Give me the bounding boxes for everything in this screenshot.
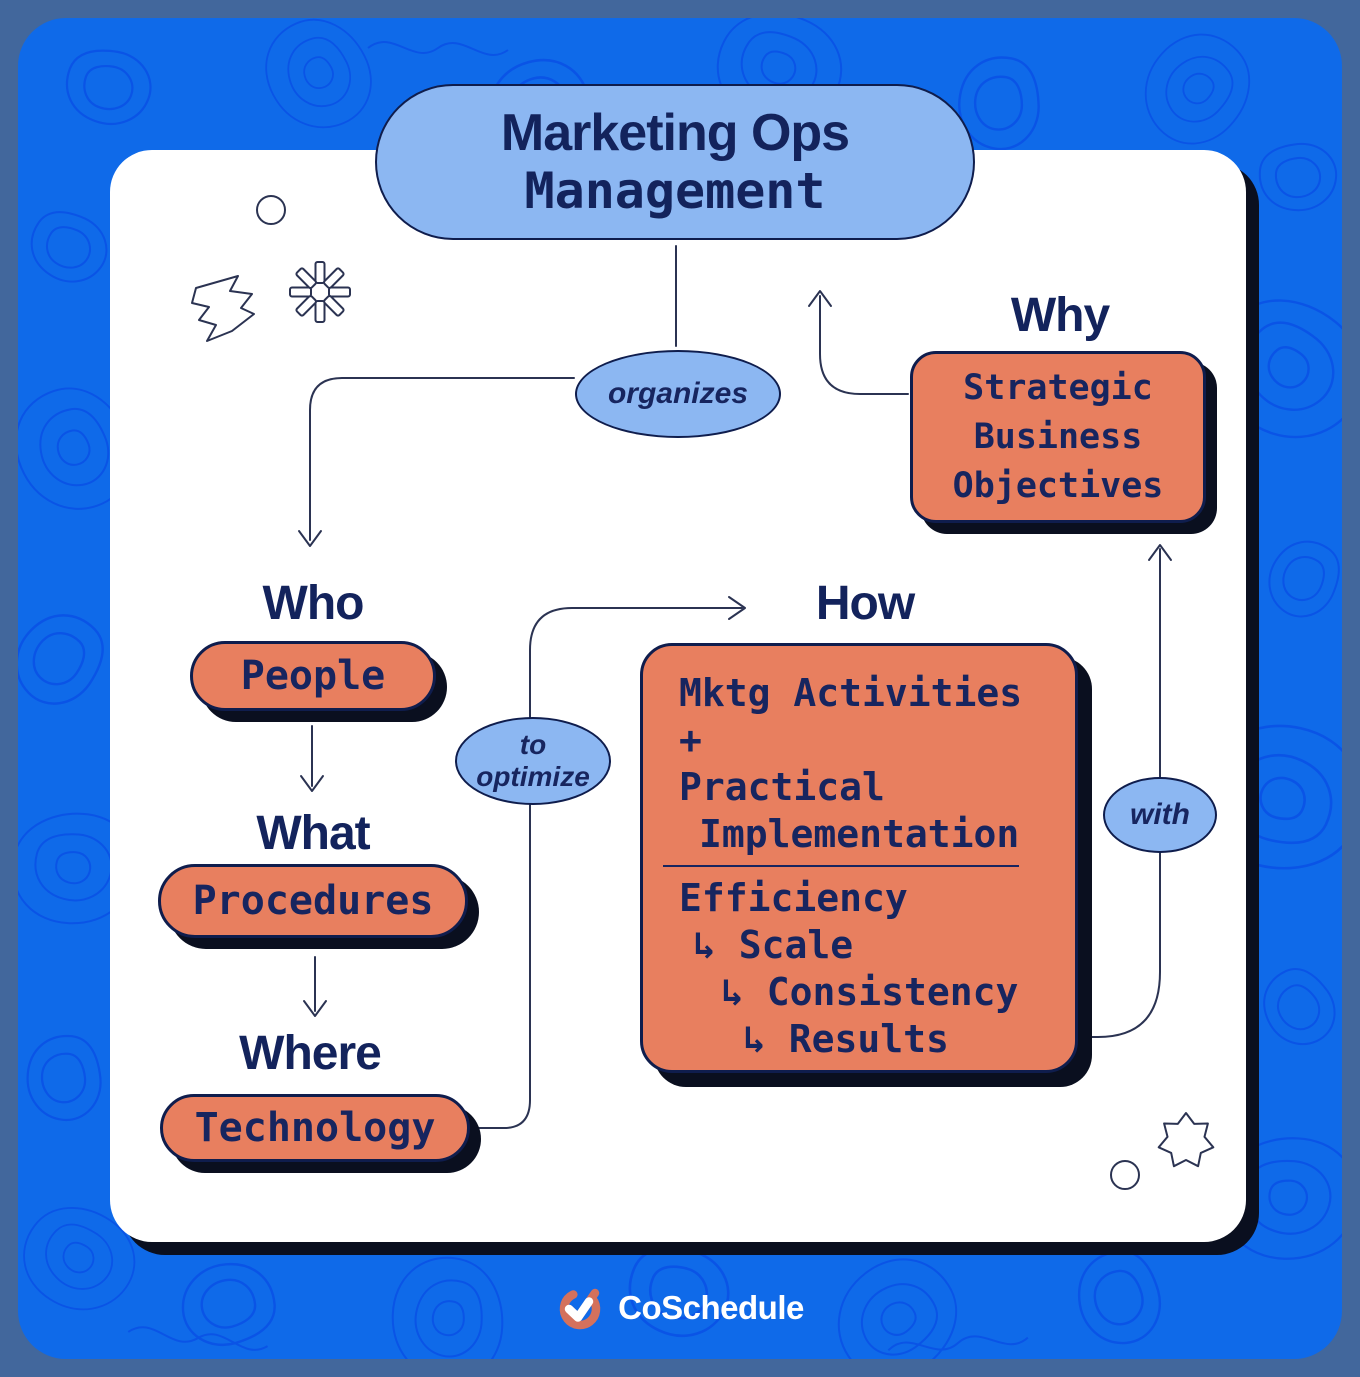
how-line-efficiency: Efficiency (679, 876, 908, 920)
heading-why: Why (1010, 289, 1110, 342)
heading-where: Where (239, 1027, 382, 1080)
node-technology: Technology (160, 1094, 470, 1162)
node-people: People (190, 641, 436, 711)
title-pill: Marketing Ops Management (375, 84, 975, 240)
how-line-mktg-activities: Mktg Activities (679, 671, 1023, 715)
title-line2: Management (524, 162, 826, 221)
node-procedures: Procedures (158, 864, 468, 938)
label-organizes: organizes (575, 350, 781, 438)
how-line-plus: + (679, 718, 702, 762)
brand-name: CoSchedule (618, 1289, 804, 1326)
node-strategic-business-objectives: Strategic Business Objectives (910, 351, 1206, 523)
node-how-box: Mktg Activities + Practical Implementati… (640, 643, 1078, 1073)
heading-who: Who (262, 577, 365, 630)
how-divider (663, 865, 1019, 867)
label-to-optimize: to optimize (455, 717, 611, 805)
heading-how: How (815, 577, 915, 630)
how-line-scale: ↳ Scale (693, 923, 854, 967)
title-line1: Marketing Ops (500, 103, 850, 162)
label-with: with (1103, 777, 1217, 853)
footer-brand: CoSchedule (0, 1278, 1360, 1338)
how-line-consistency: ↳ Consistency (721, 970, 1019, 1014)
how-line-practical: Practical (679, 765, 885, 809)
how-line-implementation: Implementation (699, 812, 1020, 856)
coschedule-logo-icon (559, 1288, 601, 1330)
how-line-results: ↳ Results (743, 1017, 949, 1061)
heading-what: What (256, 807, 370, 860)
